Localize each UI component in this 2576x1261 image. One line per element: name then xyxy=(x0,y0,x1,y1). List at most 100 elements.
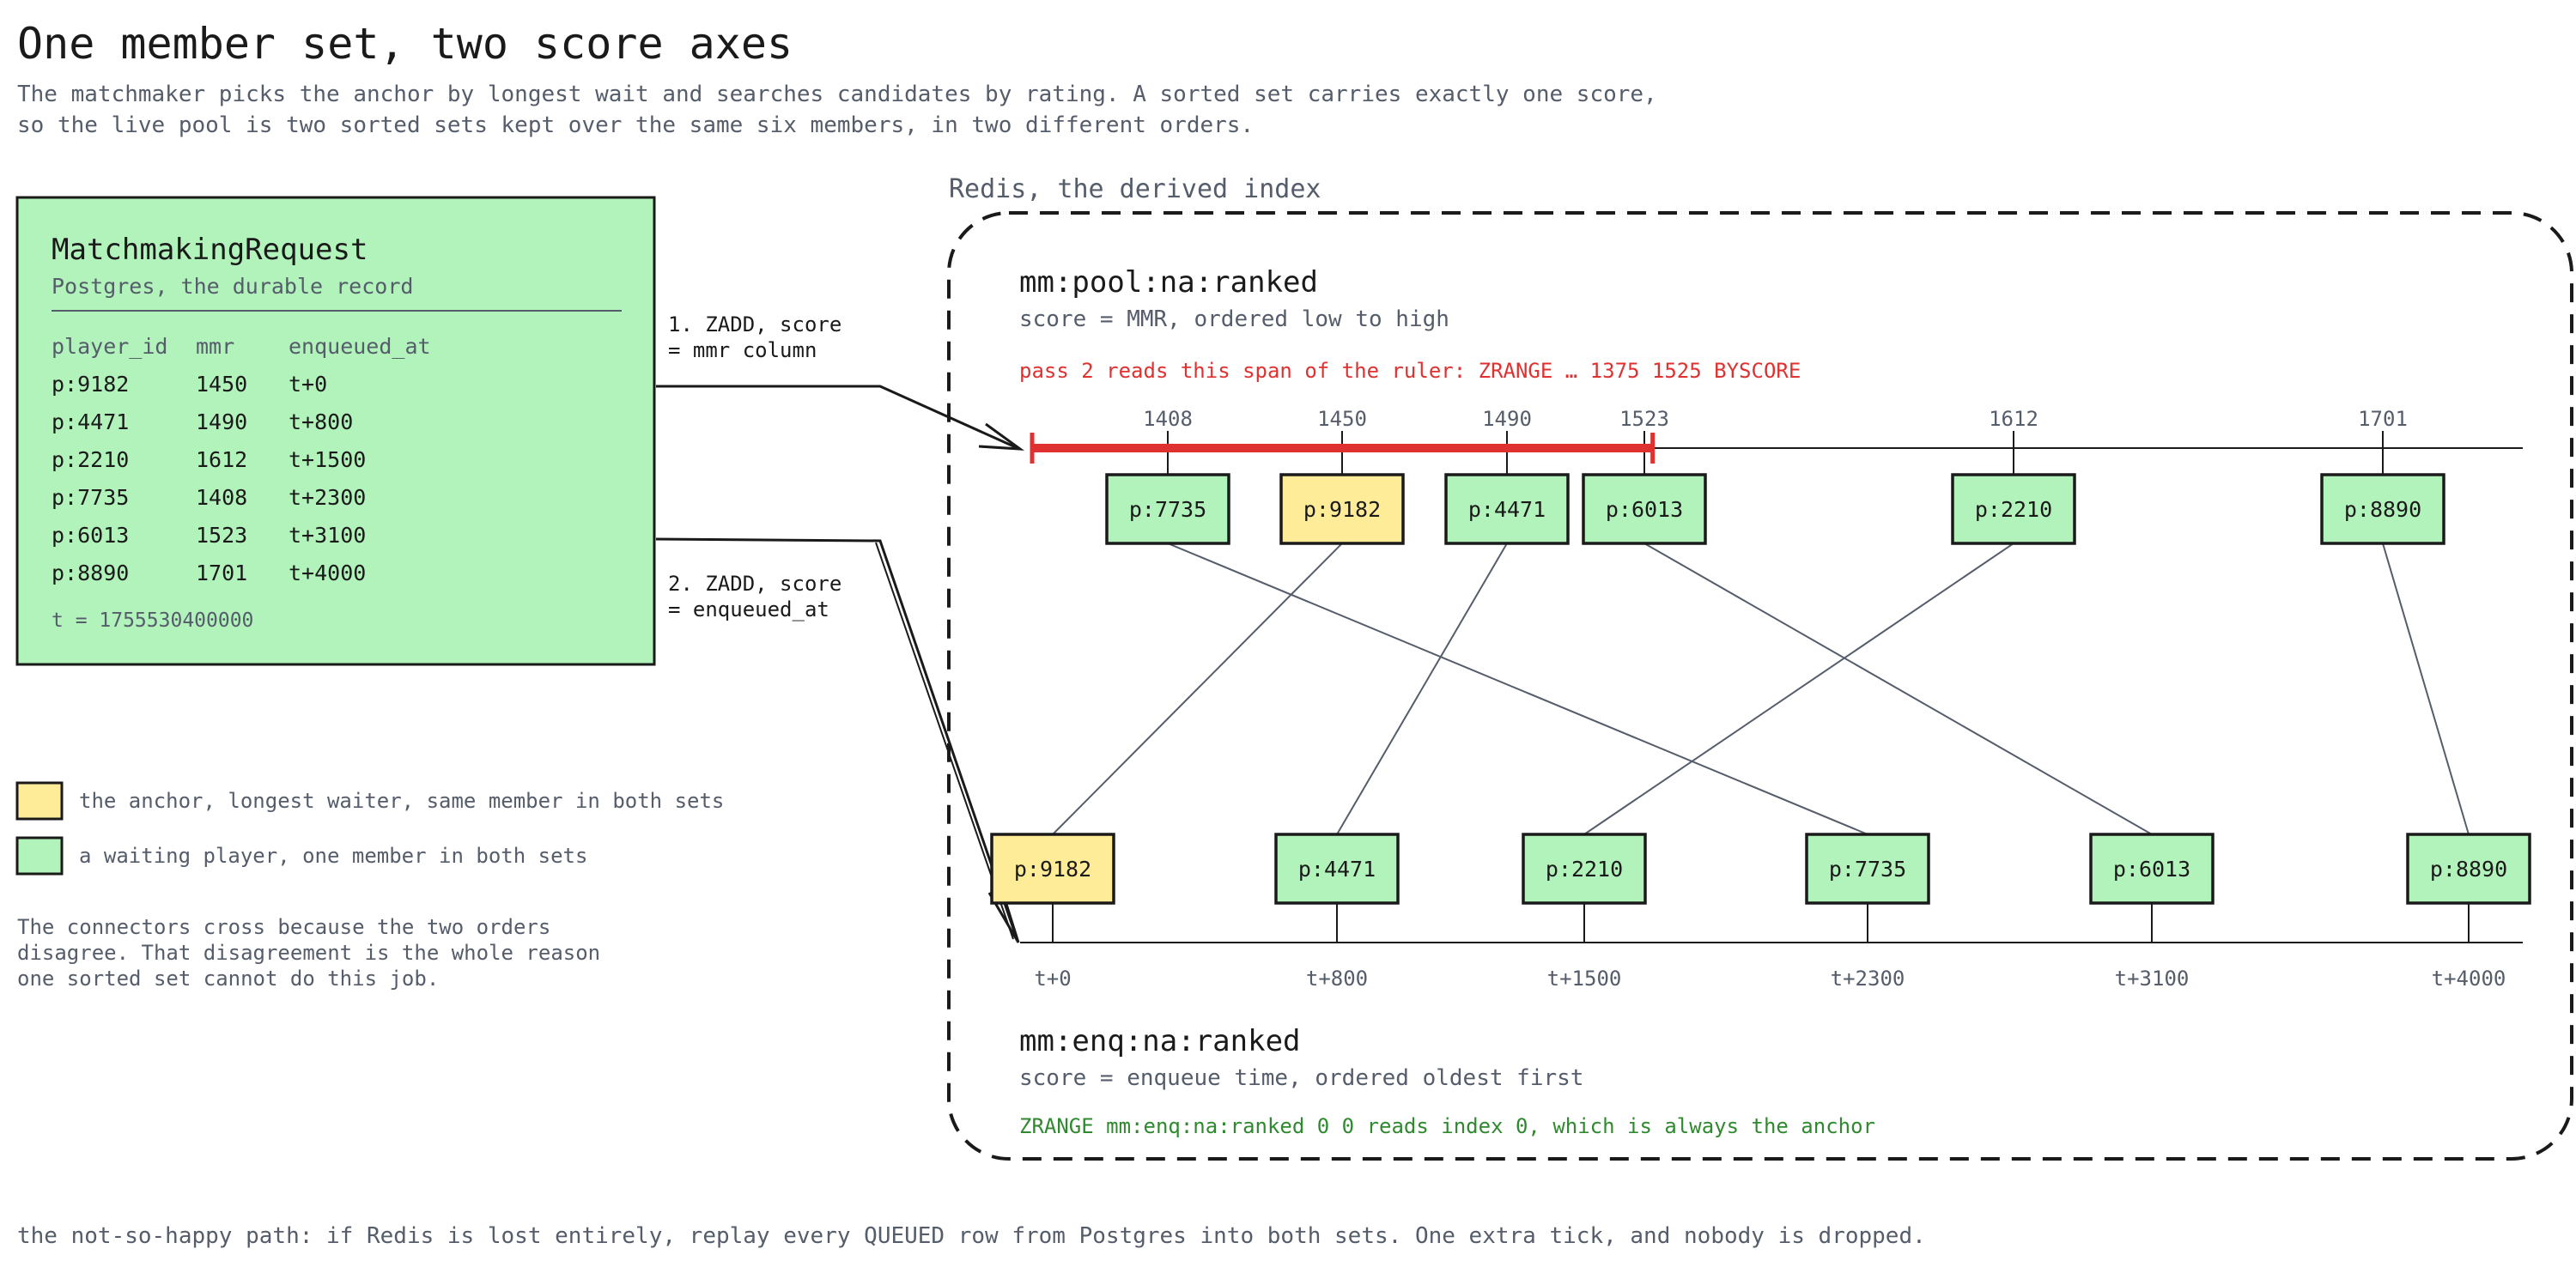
ranked-set-desc: score = MMR, ordered low to high xyxy=(1019,306,1449,332)
enq-set-key: mm:enq:na:ranked xyxy=(1019,1024,1301,1058)
member-box xyxy=(1522,833,1647,905)
table-cell: p:4471 xyxy=(52,409,129,434)
table-header-cell: mmr xyxy=(196,334,234,359)
enq-member-p-2210: p:2210 xyxy=(1522,833,1647,905)
ranked-member-p-7735: p:7735 xyxy=(1105,473,1230,545)
member-label: p:9182 xyxy=(1303,497,1381,522)
member-label: p:8890 xyxy=(2430,857,2507,882)
table-row: p:4471 1490 t+800 xyxy=(52,409,353,434)
table-cell: t+1500 xyxy=(289,447,366,472)
zadd-mmr-label-1: 1. ZADD, score xyxy=(668,312,841,336)
member-label: p:2210 xyxy=(1546,857,1623,882)
table-cell: t+800 xyxy=(289,409,353,434)
enq-tick-label: t+2300 xyxy=(1831,967,1905,991)
connector-p-2210 xyxy=(1583,543,2014,835)
redis-container xyxy=(947,211,2573,1161)
member-label: p:4471 xyxy=(1298,857,1376,882)
ranked-member-p-4471: p:4471 xyxy=(1444,473,1570,545)
table-cell: t+3100 xyxy=(289,523,366,548)
table-cell: 1523 xyxy=(196,523,247,548)
enq-tick-label: t+1500 xyxy=(1547,967,1622,991)
ranked-member-p-8890: p:8890 xyxy=(2320,473,2445,545)
card-subtitle: Postgres, the durable record xyxy=(52,274,413,299)
zadd-enqueued-label-1: 2. ZADD, score xyxy=(668,572,841,596)
table-cell: 1612 xyxy=(196,447,247,472)
table-cell: t+2300 xyxy=(289,485,366,510)
enq-tick-label: t+3100 xyxy=(2115,967,2190,991)
ranked-tick-label: 1450 xyxy=(1317,407,1367,431)
table-header-cell: enqueued_at xyxy=(289,334,431,359)
legend-note-line-3: one sorted set cannot do this job. xyxy=(17,967,439,991)
matchmaking-request-card: MatchmakingRequest Postgres, the durable… xyxy=(15,196,656,666)
pass-two-range xyxy=(1030,433,1656,464)
footer-note: the not-so-happy path: if Redis is lost … xyxy=(17,1223,1926,1249)
zadd-mmr-arrow xyxy=(656,385,1025,451)
legend-anchor-label: the anchor, longest waiter, same member … xyxy=(79,789,724,813)
table-row: p:6013 1523 t+3100 xyxy=(52,523,366,548)
legend-note-line-2: disagree. That disagreement is the whole… xyxy=(17,941,600,965)
member-connectors xyxy=(1052,543,2470,835)
member-box xyxy=(1805,833,1930,905)
enq-tick-label: t+4000 xyxy=(2432,967,2506,991)
member-label: p:6013 xyxy=(1606,497,1683,522)
table-cell: t+4000 xyxy=(289,561,366,585)
table-cell: p:7735 xyxy=(52,485,129,510)
enq-member-p-9182: p:9182 xyxy=(990,833,1115,905)
page-subtitle-line-1: The matchmaker picks the anchor by longe… xyxy=(17,82,1657,107)
table-header-cell: player_id xyxy=(52,334,167,359)
enq-member-p-8890: p:8890 xyxy=(2406,833,2531,905)
enq-tick-label: t+0 xyxy=(1034,967,1071,991)
member-box xyxy=(1951,473,2076,545)
member-box xyxy=(1279,473,1405,545)
table-cell: t+0 xyxy=(289,372,327,397)
legend-anchor-swatch xyxy=(15,781,64,821)
enq-set-desc: score = enqueue time, ordered oldest fir… xyxy=(1019,1065,1583,1091)
legend: the anchor, longest waiter, same member … xyxy=(15,781,724,991)
ranked-member-p-2210: p:2210 xyxy=(1951,473,2076,545)
ranked-member-p-6013: p:6013 xyxy=(1582,473,1707,545)
member-box xyxy=(2406,833,2531,905)
table-cell: p:9182 xyxy=(52,372,129,397)
connector-p-7735 xyxy=(1167,543,1868,835)
member-box xyxy=(2320,473,2445,545)
zadd-mmr-label-2: = mmr column xyxy=(668,338,817,362)
connector-p-8890 xyxy=(2382,543,2470,835)
ranked-member-p-9182: p:9182 xyxy=(1279,473,1405,545)
table-cell: 1490 xyxy=(196,409,247,434)
enq-member-p-6013: p:6013 xyxy=(2089,833,2215,905)
connector-p-9182 xyxy=(1052,543,1343,835)
ranked-tick-label: 1523 xyxy=(1619,407,1669,431)
member-label: p:9182 xyxy=(1014,857,1091,882)
card-title: MatchmakingRequest xyxy=(52,233,368,267)
card-footnote: t = 1755530400000 xyxy=(52,609,253,632)
page-title: One member set, two score axes xyxy=(17,19,793,69)
ranked-tick-label: 1408 xyxy=(1143,407,1193,431)
member-box xyxy=(990,833,1115,905)
enq-member-p-4471: p:4471 xyxy=(1274,833,1400,905)
connector-p-4471 xyxy=(1336,543,1508,835)
table-cell: p:8890 xyxy=(52,561,129,585)
table-cell: p:6013 xyxy=(52,523,129,548)
legend-player-label: a waiting player, one member in both set… xyxy=(79,844,587,868)
legend-note-line-1: The connectors cross because the two ord… xyxy=(17,915,550,939)
zadd-enqueued-label-2: = enqueued_at xyxy=(668,597,829,621)
member-box xyxy=(1105,473,1230,545)
member-box xyxy=(2089,833,2215,905)
connector-p-6013 xyxy=(1643,543,2153,835)
enq-member-p-7735: p:7735 xyxy=(1805,833,1930,905)
member-label: p:6013 xyxy=(2113,857,2190,882)
member-box xyxy=(1444,473,1570,545)
table-cell: 1450 xyxy=(196,372,247,397)
ranked-tick-label: 1612 xyxy=(1989,407,2038,431)
member-label: p:2210 xyxy=(1975,497,2052,522)
table-row: p:8890 1701 t+4000 xyxy=(52,561,366,585)
ranked-set-members: 1408p:77351450p:91821490p:44711523p:6013… xyxy=(1105,407,2445,545)
enq-set-members: t+0p:9182t+800p:4471t+1500p:2210t+2300p:… xyxy=(990,833,2531,991)
table-cell: 1701 xyxy=(196,561,247,585)
ranked-pass-note: pass 2 reads this span of the ruler: ZRA… xyxy=(1019,359,1801,383)
ranked-tick-label: 1701 xyxy=(2358,407,2408,431)
member-box xyxy=(1582,473,1707,545)
member-label: p:8890 xyxy=(2344,497,2421,522)
